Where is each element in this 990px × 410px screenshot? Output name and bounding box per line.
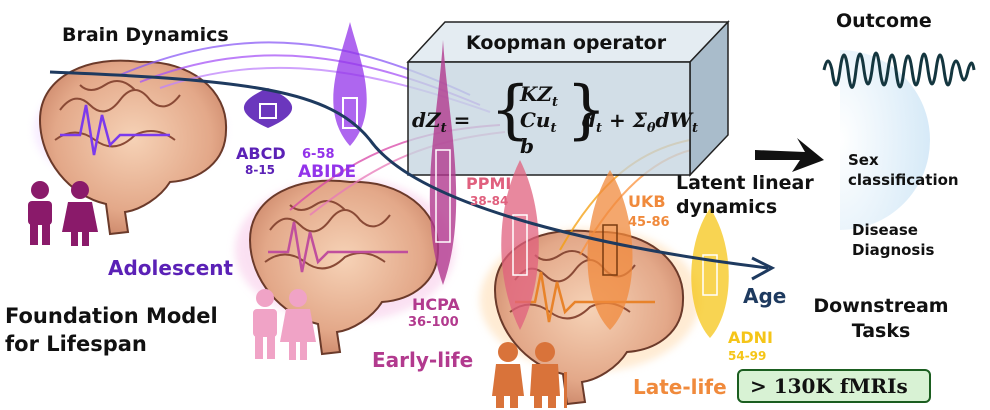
arrow-icon-outcome [755, 138, 824, 172]
violin-abide [333, 22, 367, 146]
elderly-icon [492, 342, 567, 408]
downstream-pie [840, 50, 930, 230]
dataset-abcd-name: ABCD [236, 144, 286, 163]
latent-label: Latent linear dynamics [676, 172, 814, 218]
dataset-abide-range: 6-58 [302, 147, 335, 162]
task-sex: Sex classification [848, 151, 959, 190]
koopman-box [406, 20, 730, 177]
dataset-hcpa-range: 36-100 [408, 315, 459, 330]
dataset-ppmi-range: 38-84 [470, 194, 509, 208]
outcome-waveform [822, 51, 976, 89]
arrow-icon-age [751, 256, 776, 281]
age-axis-arrow [49, 70, 769, 270]
brain-icon-adolescent [34, 59, 228, 236]
task-disease: Disease Diagnosis [852, 221, 935, 260]
adults-icon [253, 289, 316, 360]
count-box [737, 369, 931, 403]
dataset-adni-name: ADNI [728, 328, 774, 347]
children-icon [28, 181, 98, 246]
foundation-label: Foundation Model for Lifespan [5, 304, 218, 357]
age-label: Age [743, 284, 787, 308]
brain-dynamics-title: Brain Dynamics [62, 24, 229, 46]
koopman-box-title: Koopman operator [466, 32, 667, 54]
dataset-abcd-range: 8-15 [245, 163, 276, 177]
violin-abcd [243, 88, 293, 128]
dataset-hcpa-name: HCPA [412, 295, 460, 314]
violin-ppmi [501, 160, 539, 330]
stage-adolescent: Adolescent [108, 256, 234, 280]
dataset-abide-name: ABIDE [298, 162, 357, 182]
dataset-ukb-name: UKB [628, 192, 666, 211]
dataset-ukb-range: 45-86 [628, 215, 670, 230]
stage-late: Late-life [633, 375, 727, 399]
stage-early: Early-life [372, 348, 474, 372]
outcome-label: Outcome [836, 10, 932, 32]
violin-ukb [587, 170, 633, 330]
violin-adni [691, 208, 729, 338]
dataset-adni-range: 54-99 [728, 349, 767, 363]
dataset-ppmi-name: PPMI [466, 174, 512, 193]
fmri-count: > 130K fMRIs [750, 374, 908, 398]
downstream-heading: Downstream Tasks [813, 295, 949, 342]
